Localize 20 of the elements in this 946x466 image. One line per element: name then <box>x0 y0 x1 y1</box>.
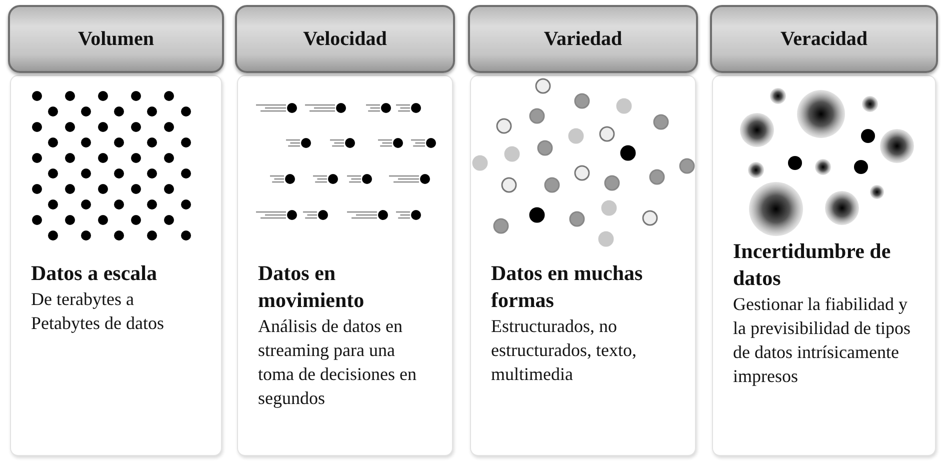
card-panel <box>470 75 696 456</box>
card-description: Gestionar la fiabilidad y la previsibilidad de tipos de datos intrísicamente impresos <box>733 293 912 388</box>
card-heading: Datos en muchas formas <box>491 260 644 314</box>
card-heading: Incertidumbre de datos <box>733 238 892 292</box>
header-tab <box>235 5 455 73</box>
card-description: Análisis de datos en streaming para una toma de decisiones en segundos <box>258 315 418 410</box>
card-panel <box>10 75 222 456</box>
card-description: De terabytes a Petabytes de datos <box>31 288 165 335</box>
header-tab <box>710 5 938 73</box>
column-title: Veracidad <box>780 28 868 50</box>
card-heading: Datos en movimiento <box>258 260 366 314</box>
card-panel <box>712 75 936 456</box>
column-title: Volumen <box>78 28 154 50</box>
header-tab <box>8 5 224 73</box>
card-description: Estructurados, no estructurados, texto, multimedia <box>491 315 638 386</box>
column-title: Variedad <box>544 28 622 50</box>
header-tab <box>468 5 698 73</box>
card-panel <box>237 75 453 456</box>
card-heading: Datos a escala <box>31 260 158 287</box>
column-title: Velocidad <box>303 28 387 50</box>
